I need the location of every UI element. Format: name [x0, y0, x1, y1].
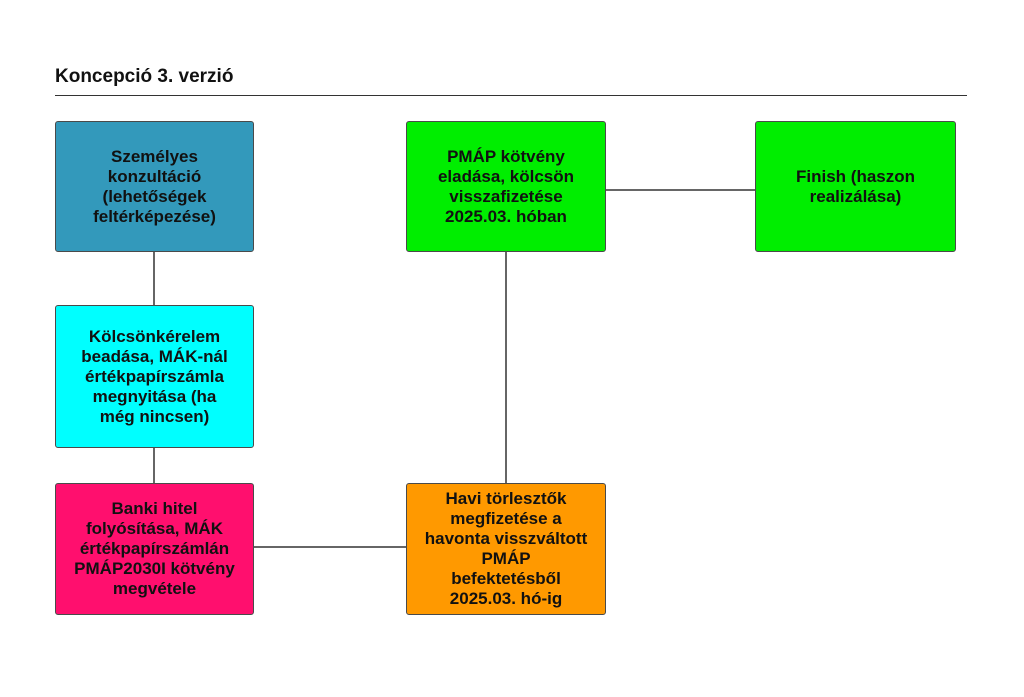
- title-divider: [55, 95, 967, 96]
- node-szemelyes-konzultacio: Személyes konzultáció (lehetőségek felté…: [55, 121, 254, 252]
- node-banki-hitel: Banki hitel folyósítása, MÁK értékpapírs…: [55, 483, 254, 615]
- page-title: Koncepció 3. verzió: [55, 66, 234, 87]
- node-havi-torlesztok: Havi törlesztők megfizetése a havonta vi…: [406, 483, 606, 615]
- node-finish: Finish (haszon realizálása): [755, 121, 956, 252]
- node-pmap-eladasa: PMÁP kötvény eladása, kölcsön visszafize…: [406, 121, 606, 252]
- node-kolcsonkerelem: Kölcsönkérelem beadása, MÁK-nál értékpap…: [55, 305, 254, 448]
